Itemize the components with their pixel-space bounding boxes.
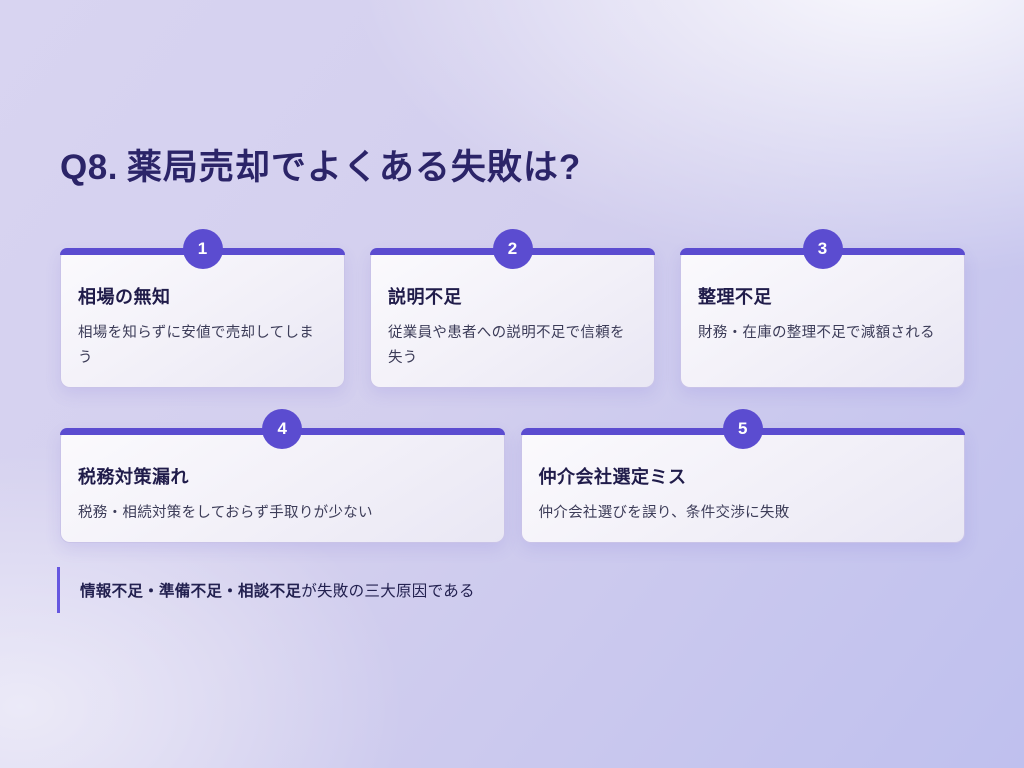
question-text: 薬局売却でよくある失敗は? [126, 148, 582, 187]
card-title: 相場の無知 [78, 287, 171, 307]
failure-card-1: 1 相場の無知 相場を知らずに安値で売却してしまう [60, 229, 345, 388]
failure-card-2: 2 説明不足 従業員や患者への説明不足で信頼を失う [370, 229, 655, 388]
failure-card-5: 5 仲介会社選定ミス 仲介会社選びを誤り、条件交渉に失敗 [520, 409, 965, 543]
cards-row-bottom: 4 税務対策漏れ 税務・相続対策をしておらず手取りが少ない 5 仲介会社選定ミス… [60, 409, 965, 543]
cards-row-top: 1 相場の無知 相場を知らずに安値で売却してしまう 2 説明不足 従業員や患者へ… [60, 229, 965, 388]
card-description: 相場を知らずに安値で売却してしまう [78, 325, 315, 367]
card-number-badge: 2 [492, 229, 533, 269]
card-title: 税務対策漏れ [78, 467, 189, 487]
question-number: Q8. [60, 148, 118, 187]
failure-card-3: 3 整理不足 財務・在庫の整理不足で減額される [680, 229, 965, 388]
card-number-badge: 4 [262, 409, 303, 449]
card-description: 財務・在庫の整理不足で減額される [698, 325, 935, 341]
card-description: 税務・相続対策をしておらず手取りが少ない [78, 505, 373, 521]
takeaway-rest: が失敗の三大原因である [301, 583, 475, 600]
takeaway-highlight: 情報不足・準備不足・相談不足 [80, 583, 302, 600]
card-title: 仲介会社選定ミス [538, 467, 687, 487]
slide-title: Q8.薬局売却でよくある失敗は? [60, 139, 581, 190]
card-description: 仲介会社選びを誤り、条件交渉に失敗 [538, 505, 790, 521]
card-number-badge: 3 [802, 229, 843, 269]
card-title: 説明不足 [388, 287, 462, 307]
card-description: 従業員や患者への説明不足で信頼を失う [388, 325, 625, 367]
card-title: 整理不足 [698, 287, 772, 307]
card-number-badge: 5 [722, 409, 763, 449]
failure-card-4: 4 税務対策漏れ 税務・相続対策をしておらず手取りが少ない [60, 409, 505, 543]
takeaway-note: 情報不足・準備不足・相談不足が失敗の三大原因である [57, 567, 475, 613]
card-number-badge: 1 [182, 229, 223, 269]
